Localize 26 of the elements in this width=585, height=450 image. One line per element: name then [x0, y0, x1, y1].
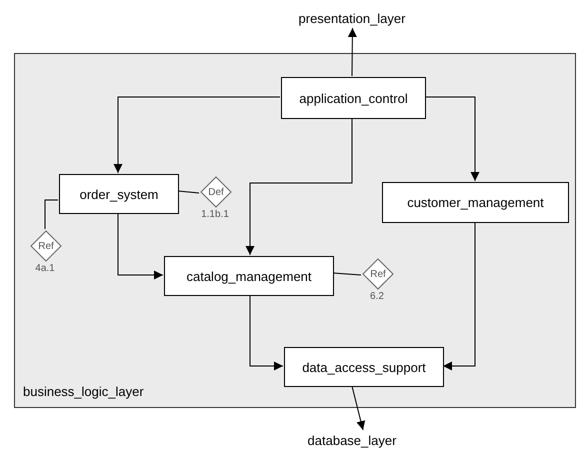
- layer-label: presentation_layer: [298, 10, 406, 26]
- component-box: order_system: [59, 174, 179, 214]
- connector: [442, 222, 476, 370]
- panel-label: business_logic_layer: [23, 384, 144, 399]
- connector: [250, 294, 284, 370]
- component-box: customer_management: [382, 182, 569, 223]
- connector: [246, 118, 352, 256]
- connector: [348, 28, 357, 76]
- layer-panel: [14, 53, 576, 408]
- reference-number: 6.2: [369, 291, 385, 302]
- reference-diamond: Def: [200, 176, 232, 208]
- component-box: catalog_management: [164, 256, 334, 296]
- connector: [118, 212, 164, 280]
- reference-diamond: Ref: [362, 258, 394, 290]
- connector: [332, 272, 362, 276]
- component-box: application_control: [281, 77, 426, 119]
- connector: [424, 96, 480, 182]
- connector: [114, 96, 280, 174]
- component-box: data_access_support: [284, 347, 444, 387]
- reference-number: 4a.1: [34, 263, 56, 274]
- reference-number: 1.1b.1: [200, 209, 230, 220]
- reference-diamond: Ref: [30, 230, 62, 262]
- connector: [44, 200, 58, 230]
- connector: [352, 386, 366, 430]
- layer-label: database_layer: [308, 432, 396, 448]
- connector: [178, 190, 200, 194]
